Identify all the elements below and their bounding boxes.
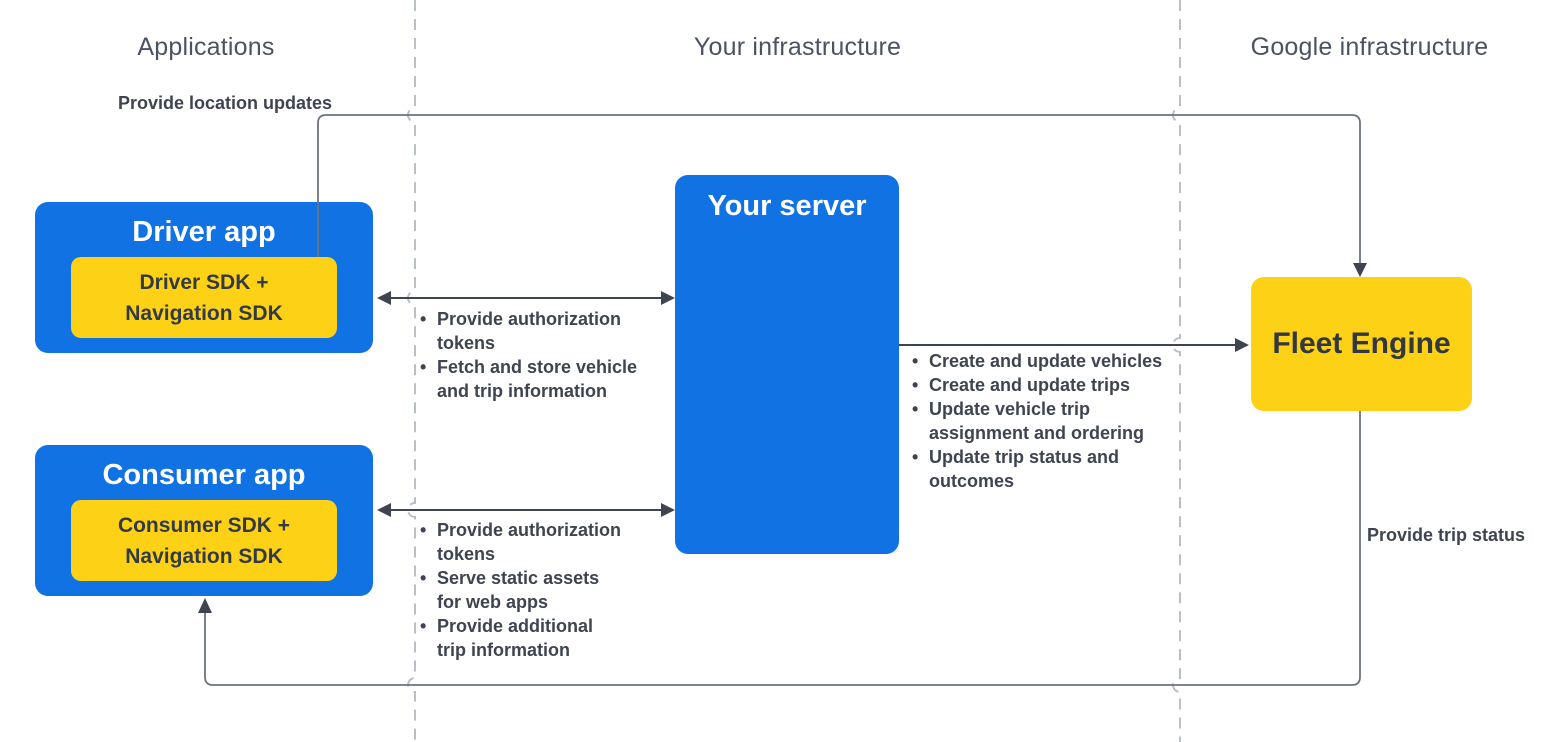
- bullet-item: Provide authorization tokens: [420, 518, 670, 566]
- column-header-your-infrastructure: Your infrastructure: [693, 33, 902, 61]
- bullet-item: Update trip status and outcomes: [912, 445, 1182, 493]
- bullet-item: Fetch and store vehicle and trip informa…: [420, 355, 670, 403]
- bullet-list-driver-server: Provide authorization tokens Fetch and s…: [420, 307, 670, 403]
- bullet-list-server-fleet: Create and update vehicles Create and up…: [912, 349, 1182, 493]
- bullet-item: Serve static assets for web apps: [420, 566, 670, 614]
- arrowhead-right: [661, 503, 675, 517]
- arrowhead-down: [1353, 263, 1367, 277]
- edge-label-provide-location-updates: Provide location updates: [118, 93, 333, 113]
- bullet-item: Create and update trips: [912, 373, 1182, 397]
- column-divider-left: [407, 0, 416, 742]
- bullet-item: Update vehicle trip assignment and order…: [912, 397, 1182, 445]
- your-server-title: Your server: [707, 190, 867, 222]
- fleet-engine-node: Fleet Engine: [1251, 277, 1472, 411]
- bullet-list-consumer-server: Provide authorization tokens Serve stati…: [420, 518, 670, 662]
- arrowhead-right: [661, 291, 675, 305]
- consumer-app-node: Consumer app Consumer SDK + Navigation S…: [35, 445, 373, 596]
- your-server-node: Your server: [675, 175, 899, 554]
- consumer-app-title: Consumer app: [102, 459, 306, 491]
- driver-app-title: Driver app: [132, 216, 276, 248]
- bullet-item: Create and update vehicles: [912, 349, 1182, 373]
- bullet-item: Provide additional trip information: [420, 614, 670, 662]
- edge-label-provide-trip-status: Provide trip status: [1367, 525, 1526, 545]
- arrowhead-left: [377, 291, 391, 305]
- arrowhead-up: [198, 598, 212, 613]
- column-header-applications: Applications: [137, 33, 275, 61]
- edge-consumer-server: [377, 503, 675, 517]
- column-header-google-infrastructure: Google infrastructure: [1250, 33, 1489, 61]
- arrowhead-left: [377, 503, 391, 517]
- consumer-sdk-badge: Consumer SDK + Navigation SDK: [71, 500, 337, 581]
- arrowhead-right: [1235, 338, 1249, 352]
- driver-sdk-badge: Driver SDK + Navigation SDK: [71, 257, 337, 338]
- bullet-item: Provide authorization tokens: [420, 307, 670, 355]
- edge-driver-server: [377, 291, 675, 305]
- driver-app-node: Driver app Driver SDK + Navigation SDK: [35, 202, 373, 353]
